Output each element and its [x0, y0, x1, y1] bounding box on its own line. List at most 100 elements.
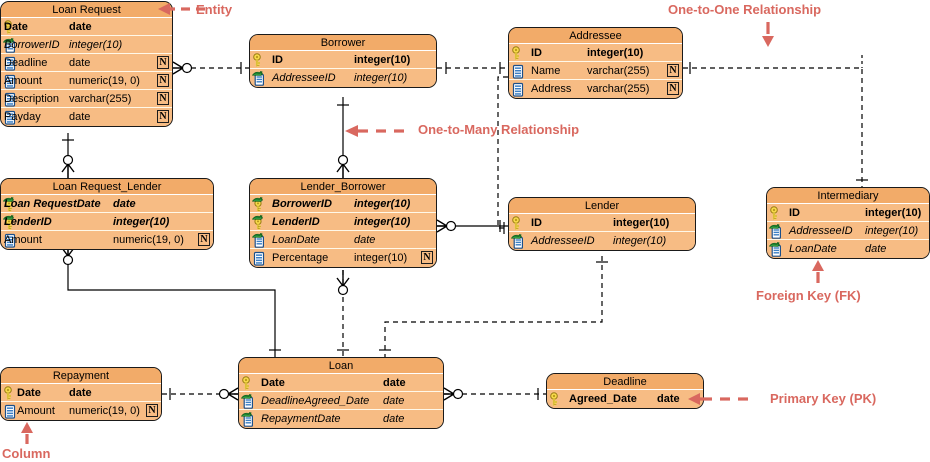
- key-icon: [511, 45, 526, 61]
- column-name: Description: [4, 92, 60, 105]
- column-type: date: [69, 20, 92, 33]
- key-icon: [3, 19, 18, 35]
- key-icon: [3, 385, 18, 401]
- nullable-indicator: N: [157, 56, 169, 69]
- column-type: integer(10): [865, 224, 919, 237]
- column-name: LoanDate: [789, 243, 837, 255]
- column-row[interactable]: LoanDate date: [250, 231, 436, 249]
- column-name: Address: [531, 83, 572, 95]
- annotation-foreign-key: Foreign Key (FK): [756, 288, 861, 303]
- nullable-indicator: N: [667, 64, 679, 77]
- column-name: Amount: [17, 405, 55, 417]
- column-icon: [3, 73, 18, 89]
- column-type: date: [354, 233, 376, 246]
- nullable-indicator: N: [421, 251, 433, 264]
- column-type: date: [383, 394, 405, 407]
- fk-icon: [252, 232, 267, 248]
- fk-icon: [769, 241, 784, 257]
- column-name: ID: [789, 206, 800, 219]
- column-name: ID: [531, 216, 542, 229]
- column-type: date: [69, 386, 92, 399]
- column-type: date: [657, 393, 680, 405]
- column-type: date: [865, 243, 887, 255]
- column-name: Date: [17, 386, 41, 399]
- key-icon: [549, 391, 564, 407]
- column-name: Amount: [4, 74, 42, 87]
- column-name: Date: [261, 376, 285, 389]
- column-name: BorrowerID: [272, 197, 332, 210]
- fk-icon: [3, 37, 18, 53]
- key-icon: [241, 375, 256, 391]
- nullable-indicator: N: [198, 233, 210, 246]
- column-row[interactable]: BorrowerID integer(10): [250, 195, 436, 213]
- connector-addressee-intermediary: [683, 67, 863, 187]
- column-name: LoanDate: [272, 233, 320, 246]
- fkkey-icon: [252, 214, 267, 230]
- column-name: ID: [272, 53, 283, 66]
- entity-title: Lender: [509, 198, 695, 214]
- connector-lrlender-loan: [67, 242, 276, 357]
- column-name: LenderID: [272, 215, 320, 228]
- column-row[interactable]: Percentage integer(10) N: [250, 249, 436, 267]
- nullable-indicator: N: [157, 110, 169, 123]
- column-type: date: [69, 111, 91, 123]
- column-name: Percentage: [272, 252, 329, 264]
- entity-title: Repayment: [1, 368, 161, 384]
- column-row[interactable]: LoanDate date: [767, 240, 929, 258]
- column-name: Loan RequestDate: [4, 197, 101, 210]
- key-icon: [769, 205, 784, 221]
- column-type: integer(10): [354, 252, 408, 264]
- annotation-one-to-many: One-to-Many Relationship: [418, 122, 580, 137]
- column-row[interactable]: Date date: [1, 384, 161, 402]
- column-type: date: [69, 56, 91, 69]
- connector-lender-loan: [384, 256, 603, 357]
- fk-icon: [511, 233, 526, 249]
- fkkey-icon: [3, 214, 18, 230]
- column-icon: [3, 403, 18, 419]
- column-type: integer(10): [354, 197, 411, 210]
- column-name: BorrowerID: [4, 38, 60, 51]
- nullable-indicator: N: [146, 404, 158, 417]
